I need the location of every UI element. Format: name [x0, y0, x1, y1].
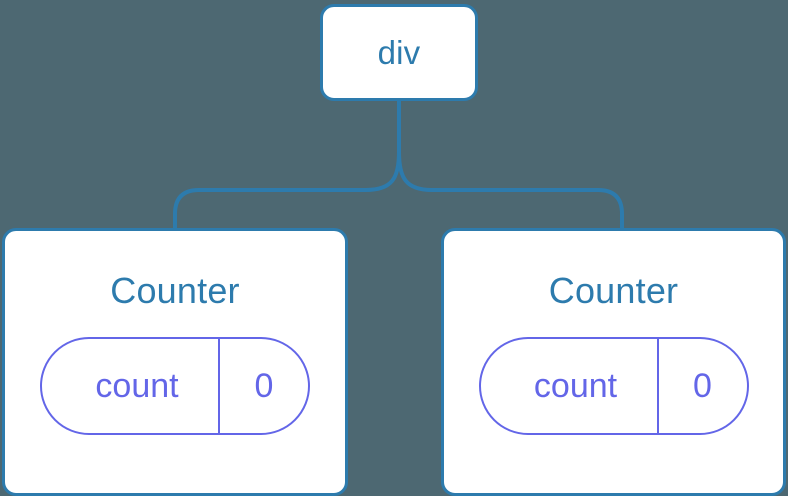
state-key-label: count [95, 367, 179, 405]
node-counter-0-label: Counter [110, 270, 240, 311]
state-value-label: 0 [218, 339, 308, 433]
node-div-label: div [377, 34, 421, 71]
node-counter-1[interactable]: Counter count 0 [441, 228, 786, 496]
node-counter-0[interactable]: Counter count 0 [2, 228, 348, 496]
state-pill-counter-0[interactable]: count 0 [40, 337, 310, 435]
state-value-label: 0 [656, 339, 747, 433]
edge-to-counter-1 [397, 151, 624, 230]
state-key-label: count [533, 367, 618, 405]
edge-to-counter-0 [173, 151, 401, 230]
node-counter-1-label: Counter [548, 270, 679, 311]
state-pill-counter-1[interactable]: count 0 [478, 337, 749, 435]
node-div[interactable]: div [320, 4, 478, 101]
